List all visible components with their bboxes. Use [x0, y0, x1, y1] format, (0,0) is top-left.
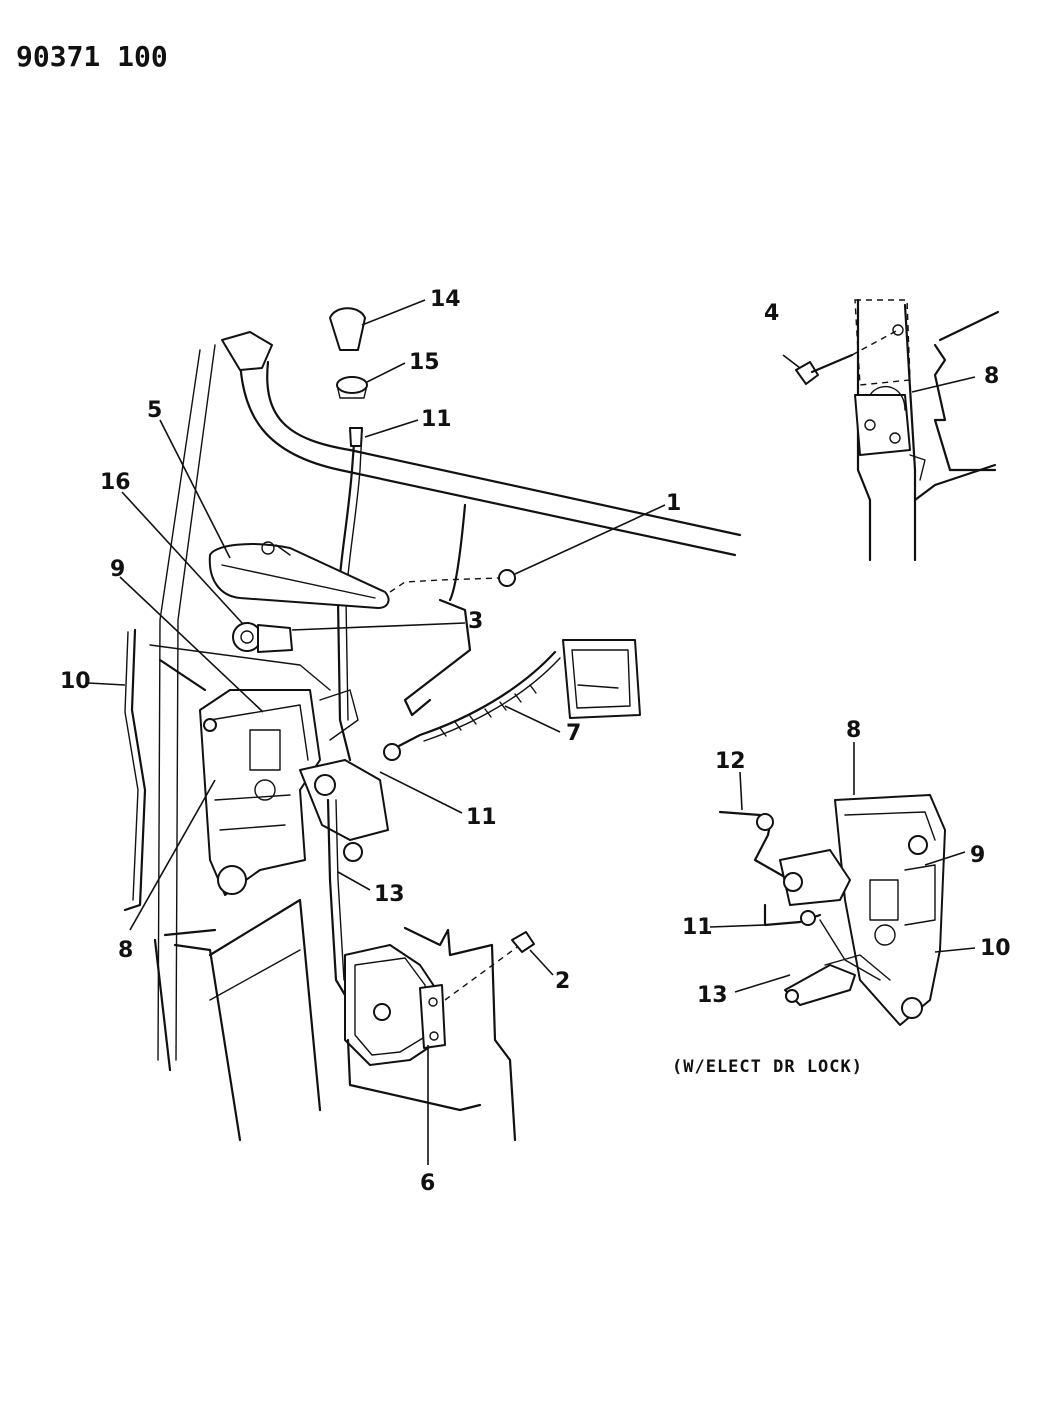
- grommet: [336, 376, 368, 394]
- callout-11-top: 11: [421, 407, 452, 432]
- callout-11-elect: 11: [682, 915, 713, 940]
- callout-8-detail: 8: [984, 364, 999, 389]
- screw: [511, 931, 535, 953]
- callout-9-elect: 9: [970, 843, 985, 868]
- callout-13-elect: 13: [697, 983, 728, 1008]
- callout-5: 5: [147, 398, 162, 423]
- callout-10-elect: 10: [980, 936, 1011, 961]
- lock-cylinder: [232, 622, 262, 652]
- callout-8-elect: 8: [846, 718, 861, 743]
- outside-door-handle: [208, 543, 390, 609]
- callout-7: 7: [566, 721, 581, 746]
- inside-handle-remote: [562, 639, 641, 719]
- latch-mount-detail: [795, 298, 1000, 562]
- callout-2: 2: [555, 969, 570, 994]
- control-rod: [326, 798, 347, 997]
- callout-14: 14: [430, 287, 461, 312]
- electric-lock-detail: [718, 794, 946, 1026]
- callout-4: 4: [764, 301, 779, 326]
- callout-13-main: 13: [374, 882, 405, 907]
- callout-6: 6: [420, 1171, 435, 1196]
- latch-rod: [123, 628, 147, 912]
- leader-lines: [87, 299, 976, 1165]
- screw-4: [795, 361, 819, 385]
- nut: [498, 569, 516, 587]
- callout-8-main: 8: [118, 938, 133, 963]
- callout-15: 15: [409, 350, 440, 375]
- main-door-assembly: [123, 307, 742, 1142]
- electric-lock-note: (W/ELECT DR LOCK): [672, 1057, 863, 1077]
- callout-10-main: 10: [60, 669, 91, 694]
- document-code: 90371 100: [16, 40, 168, 73]
- callout-16: 16: [100, 470, 131, 495]
- lock-knob: [329, 307, 366, 351]
- callout-labels: 14 15 11 5 16 1 3 9 10 7 11 8 13 2 6 4 8…: [60, 287, 1011, 1196]
- callout-3: 3: [468, 609, 483, 634]
- callout-11-main: 11: [466, 805, 497, 830]
- callout-12: 12: [715, 749, 746, 774]
- callout-1: 1: [666, 491, 681, 516]
- callout-9-main: 9: [110, 557, 125, 582]
